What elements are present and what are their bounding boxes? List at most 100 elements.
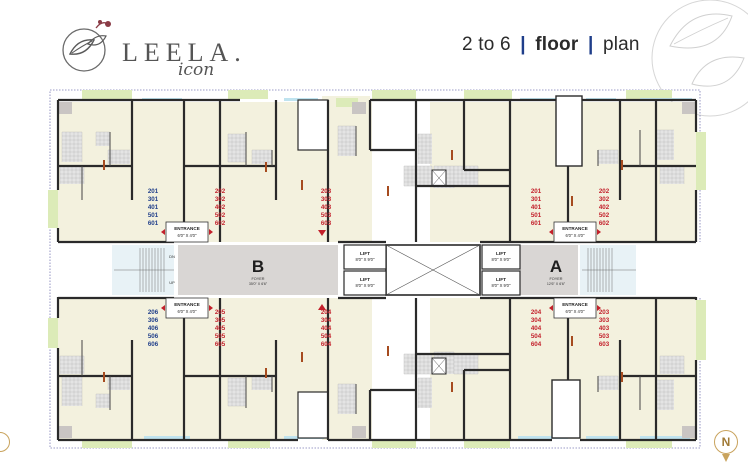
balcony-bottom-4 — [626, 440, 672, 448]
toilet-tiles-top-9 — [598, 150, 618, 164]
lift-label: LIFT — [360, 277, 370, 283]
flat-number: 504 — [531, 333, 542, 340]
duct-x-line — [431, 357, 447, 375]
entrance-arrow — [318, 230, 326, 236]
balcony-bottom-1 — [228, 440, 270, 448]
toilet-tiles-bottom-9 — [598, 376, 618, 390]
flat-number: 404 — [531, 325, 542, 332]
column-0 — [58, 102, 72, 114]
balcony-top-4 — [626, 90, 672, 99]
decorative-leaf-sketch-icon — [651, 0, 748, 117]
entrance-arrow — [209, 305, 213, 311]
flat-number: 605 — [215, 341, 226, 348]
lift-label: LIFT — [496, 251, 506, 257]
flat-number: 301 — [148, 196, 159, 203]
foyer-a — [520, 245, 578, 295]
lift-dim: 8'0" X 9'0" — [355, 283, 375, 288]
entrance-dim: 6'0" X 4'0" — [565, 233, 585, 238]
flat-number: 601 — [148, 220, 159, 227]
flat-number: 403 — [599, 325, 610, 332]
flat-number: 201 — [148, 188, 159, 195]
wing-letter: B — [252, 257, 264, 276]
lift-dim: 8'0" X 9'0" — [491, 257, 511, 262]
flat-number: 506 — [148, 333, 159, 340]
balcony-top-3 — [464, 90, 512, 99]
flat-number: 503 — [321, 212, 332, 219]
toilet-tiles-bottom-3 — [252, 376, 272, 390]
flat-number: 202 — [599, 188, 610, 195]
title-floor: floor — [535, 34, 579, 55]
lift-label: LIFT — [360, 251, 370, 257]
lift-label: LIFT — [496, 277, 506, 283]
flat-number: 202 — [215, 188, 226, 195]
entrance-box-0 — [165, 221, 209, 243]
toilet-tiles-bottom-1 — [96, 394, 110, 408]
balcony-top-5 — [336, 98, 358, 107]
flat-number: 603 — [321, 220, 332, 227]
toilet-tiles-bottom-13 — [108, 376, 130, 390]
flat-number: 301 — [531, 196, 542, 203]
toilet-tiles-top-2 — [228, 134, 246, 162]
entrance-arrow — [318, 304, 326, 310]
entrance-label: ENTRANCE — [562, 226, 588, 231]
toilet-tiles-top-0 — [62, 132, 82, 162]
toilet-tiles-bottom-0 — [62, 376, 82, 406]
compass-label: N — [721, 435, 731, 449]
window-bottom-4 — [640, 436, 690, 439]
entrance-arrow — [597, 229, 601, 235]
column-2 — [682, 102, 696, 114]
page-title: 2 to 6 | floor | plan — [462, 34, 640, 56]
flat-number: 405 — [215, 325, 226, 332]
entrance-box-1 — [553, 221, 597, 243]
flat-number: 302 — [215, 196, 226, 203]
flat-number: 505 — [215, 333, 226, 340]
compass-needle-icon — [722, 454, 730, 462]
toilet-tiles-top-4 — [338, 126, 356, 156]
window-bottom-3 — [586, 436, 618, 439]
flat-number: 402 — [215, 204, 226, 211]
flat-number: 305 — [215, 317, 226, 324]
stair-label-up: UP — [169, 280, 175, 285]
balcony-top-1 — [228, 90, 268, 99]
flat-number: 204 — [321, 309, 332, 316]
flat-number: 401 — [148, 204, 159, 211]
shaft-bottom-a — [551, 379, 581, 439]
lift-dim: 8'0" X 9'0" — [491, 283, 511, 288]
entrance-dim: 6'0" X 4'0" — [565, 309, 585, 314]
entrance-arrow — [161, 229, 165, 235]
wing-letter: A — [550, 257, 562, 276]
title-floors: 2 to 6 — [462, 34, 511, 55]
column-3 — [682, 426, 696, 438]
toilet-tiles-top-1 — [96, 132, 110, 146]
terrace-left-bottom — [48, 318, 58, 348]
flat-number: 304 — [321, 317, 332, 324]
toilet-tiles-bottom-10 — [656, 380, 674, 410]
central-void-cross — [385, 244, 481, 296]
toilet-tiles-bottom-6 — [404, 354, 432, 374]
entrance-arrow — [209, 229, 213, 235]
flat-number: 303 — [321, 196, 332, 203]
flat-number: 404 — [321, 325, 332, 332]
entrance-label: ENTRANCE — [174, 226, 200, 231]
toilet-tiles-top-13 — [108, 150, 130, 164]
window-bottom-2 — [518, 436, 568, 439]
column-4 — [352, 102, 366, 114]
flat-number: 606 — [148, 341, 159, 348]
toilet-tiles-bottom-5 — [418, 378, 432, 408]
flat-number: 502 — [599, 212, 610, 219]
balcony-top-0 — [82, 90, 132, 99]
flat-number: 206 — [148, 309, 159, 316]
foyer-b — [178, 245, 338, 295]
entrance-arrow — [549, 229, 553, 235]
foyer-label: FOYER — [251, 277, 264, 281]
flat-number: 204 — [531, 309, 542, 316]
title-separator: | — [587, 34, 594, 55]
balcony-top-2 — [372, 90, 416, 99]
window-bottom-0 — [144, 436, 190, 439]
entrance-arrow — [597, 305, 601, 311]
toilet-tiles-top-6 — [404, 166, 432, 186]
flat-number: 203 — [321, 188, 332, 195]
entrance-box-3 — [553, 297, 597, 319]
